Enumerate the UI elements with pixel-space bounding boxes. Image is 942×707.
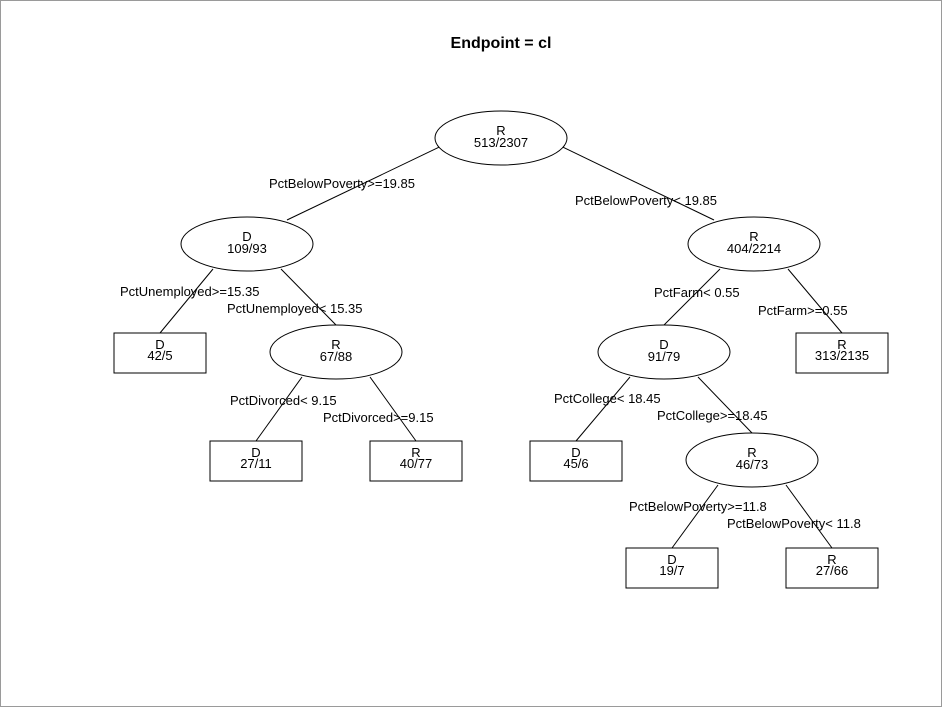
leaf-node: D45/6: [529, 440, 623, 482]
edge-n_root-n_left: [286, 146, 440, 221]
node-counts: 46/73: [736, 457, 769, 472]
node-box: [785, 547, 879, 589]
split-node: D91/79: [597, 324, 731, 380]
node-box: [529, 440, 623, 482]
split-label: PctUnemployed< 15.35: [227, 301, 363, 316]
split-label: PctCollege< 18.45: [554, 391, 661, 406]
node-class: R: [827, 552, 836, 567]
nodes-layer: R513/2307D109/93R404/2214D42/5R67/88D27/…: [113, 110, 889, 589]
node-counts: 109/93: [227, 241, 267, 256]
node-box: [113, 332, 207, 374]
node-ellipse: [180, 216, 314, 272]
node-class: D: [667, 552, 676, 567]
leaf-node: R40/77: [369, 440, 463, 482]
node-class: D: [659, 337, 668, 352]
split-label: PctBelowPoverty>=19.85: [269, 176, 415, 191]
leaf-node: D19/7: [625, 547, 719, 589]
node-ellipse: [685, 432, 819, 488]
edge-n_rlr-n_rlrr: [785, 484, 833, 549]
split-label: PctBelowPoverty< 11.8: [727, 516, 861, 531]
split-label: PctBelowPoverty>=11.8: [629, 499, 767, 514]
node-class: D: [571, 445, 580, 460]
node-counts: 19/7: [659, 563, 684, 578]
edge-n_right-n_rr: [787, 268, 843, 334]
node-counts: 67/88: [320, 349, 353, 364]
node-class: D: [155, 337, 164, 352]
node-box: [209, 440, 303, 482]
edge-n_rl-n_rll: [575, 376, 631, 442]
split-label: PctCollege>=18.45: [657, 408, 768, 423]
node-counts: 40/77: [400, 456, 433, 471]
edge-n_rl-n_rlr: [697, 376, 753, 434]
leaf-node: R27/66: [785, 547, 879, 589]
node-class: R: [496, 123, 505, 138]
split-label: PctUnemployed>=15.35: [120, 284, 259, 299]
node-counts: 42/5: [147, 348, 172, 363]
edge-n_lr-n_lrr: [369, 376, 417, 442]
split-node: R67/88: [269, 324, 403, 380]
node-class: R: [837, 337, 846, 352]
node-counts: 27/11: [240, 456, 272, 471]
node-counts: 404/2214: [727, 241, 781, 256]
split-label: PctFarm< 0.55: [654, 285, 740, 300]
tree-title: Endpoint = cl: [451, 35, 552, 52]
edge-n_right-n_rl: [663, 268, 721, 326]
node-class: R: [749, 229, 758, 244]
split-label: PctDivorced< 9.15: [230, 393, 337, 408]
split-label: PctBelowPoverty< 19.85: [575, 193, 717, 208]
leaf-node: D42/5: [113, 332, 207, 374]
edge-n_left-n_ll: [159, 268, 214, 334]
node-class: R: [331, 337, 340, 352]
node-ellipse: [597, 324, 731, 380]
node-box: [625, 547, 719, 589]
edge-n_rlr-n_rlrl: [671, 484, 719, 549]
edges-layer: [159, 146, 843, 549]
leaf-node: D27/11: [209, 440, 303, 482]
node-class: D: [251, 445, 260, 460]
edge-n_lr-n_lrl: [255, 376, 303, 442]
edge-n_left-n_lr: [280, 268, 337, 326]
node-class: R: [747, 445, 756, 460]
node-ellipse: [687, 216, 821, 272]
node-counts: 313/2135: [815, 348, 869, 363]
node-counts: 91/79: [648, 349, 681, 364]
node-box: [795, 332, 889, 374]
split-label: PctFarm>=0.55: [758, 303, 848, 318]
node-ellipse: [269, 324, 403, 380]
node-box: [369, 440, 463, 482]
split-label: PctDivorced>=9.15: [323, 410, 434, 425]
node-counts: 513/2307: [474, 135, 528, 150]
node-counts: 45/6: [563, 456, 588, 471]
node-ellipse: [434, 110, 568, 166]
edge-n_root-n_right: [562, 146, 715, 221]
node-class: D: [242, 229, 251, 244]
split-node: R46/73: [685, 432, 819, 488]
node-counts: 27/66: [816, 563, 849, 578]
node-class: R: [411, 445, 420, 460]
